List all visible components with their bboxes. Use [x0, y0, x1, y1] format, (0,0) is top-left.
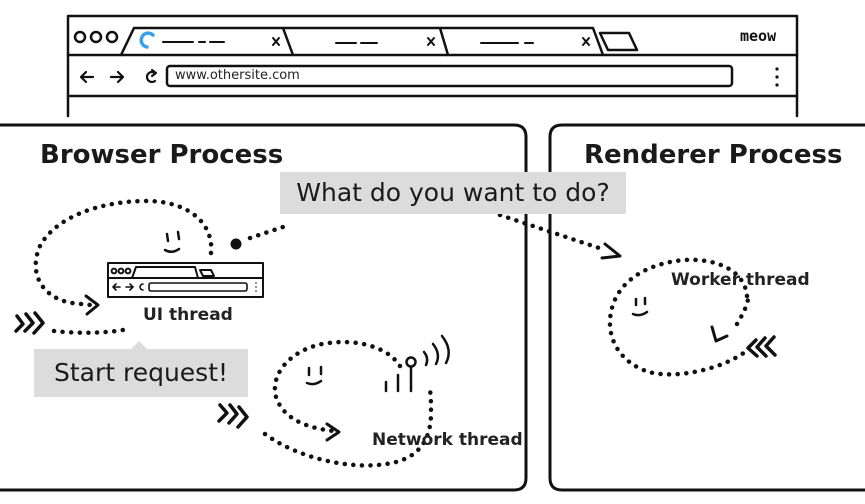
network-thread-arrowhead: [325, 422, 341, 442]
start-request-bubble: Start request!: [34, 349, 248, 397]
address-bar[interactable]: [165, 64, 734, 88]
worker-thread-arrowhead: [710, 325, 729, 343]
browser-process-box: [0, 123, 528, 492]
start-request-pointer: [131, 341, 147, 349]
back-arrow-icon[interactable]: [79, 70, 95, 84]
ui-thread-loop: [33, 198, 214, 335]
close-icon[interactable]: [427, 37, 435, 46]
worker-thread-label: Worker thread: [671, 270, 810, 290]
browser-window: [66, 14, 799, 118]
incoming-chevrons-icon: [217, 403, 249, 429]
address-bar-url[interactable]: www.othersite.com: [175, 68, 300, 83]
ui-thread-face: [163, 230, 181, 253]
renderer-process-title: Renderer Process: [584, 140, 843, 170]
ui-thread-arrowhead: [84, 294, 100, 316]
more-vert-icon[interactable]: [775, 67, 779, 87]
mini-browser-icon: [107, 262, 264, 298]
browser-process-title: Browser Process: [40, 140, 284, 170]
tab-2-outline[interactable]: [281, 26, 450, 57]
close-icon[interactable]: [582, 37, 590, 46]
new-tab-button[interactable]: [598, 31, 639, 52]
browser-window-frame: [66, 14, 799, 118]
incoming-chevrons-icon: [14, 311, 45, 335]
loading-spinner-icon: [139, 31, 155, 49]
ui-thread-label: UI thread: [143, 305, 233, 325]
network-thread-face: [305, 365, 323, 386]
network-thread-loop: [262, 339, 434, 468]
what-do-you-want-bubble: What do you want to do?: [280, 172, 626, 214]
antenna-signal-icon: [384, 334, 450, 393]
tab-1-outline[interactable]: [119, 26, 295, 57]
ui-to-renderer-dotted-line: [247, 212, 608, 253]
tab-3-outline[interactable]: [438, 26, 605, 57]
incoming-chevrons-icon: [746, 335, 777, 358]
connection-start-dot: [230, 238, 242, 250]
worker-thread-loop: [607, 257, 751, 377]
renderer-process-box: [548, 123, 865, 492]
browser-brand-label: meow: [740, 27, 777, 45]
reload-icon[interactable]: [145, 68, 158, 84]
ui-to-renderer-arrowhead: [600, 242, 622, 260]
close-icon[interactable]: [272, 37, 280, 46]
forward-arrow-icon[interactable]: [109, 70, 125, 84]
worker-thread-face: [631, 296, 649, 317]
window-control-dots: [73, 30, 119, 44]
network-thread-label: Network thread: [372, 430, 523, 450]
tab-close-icons[interactable]: [272, 37, 590, 46]
